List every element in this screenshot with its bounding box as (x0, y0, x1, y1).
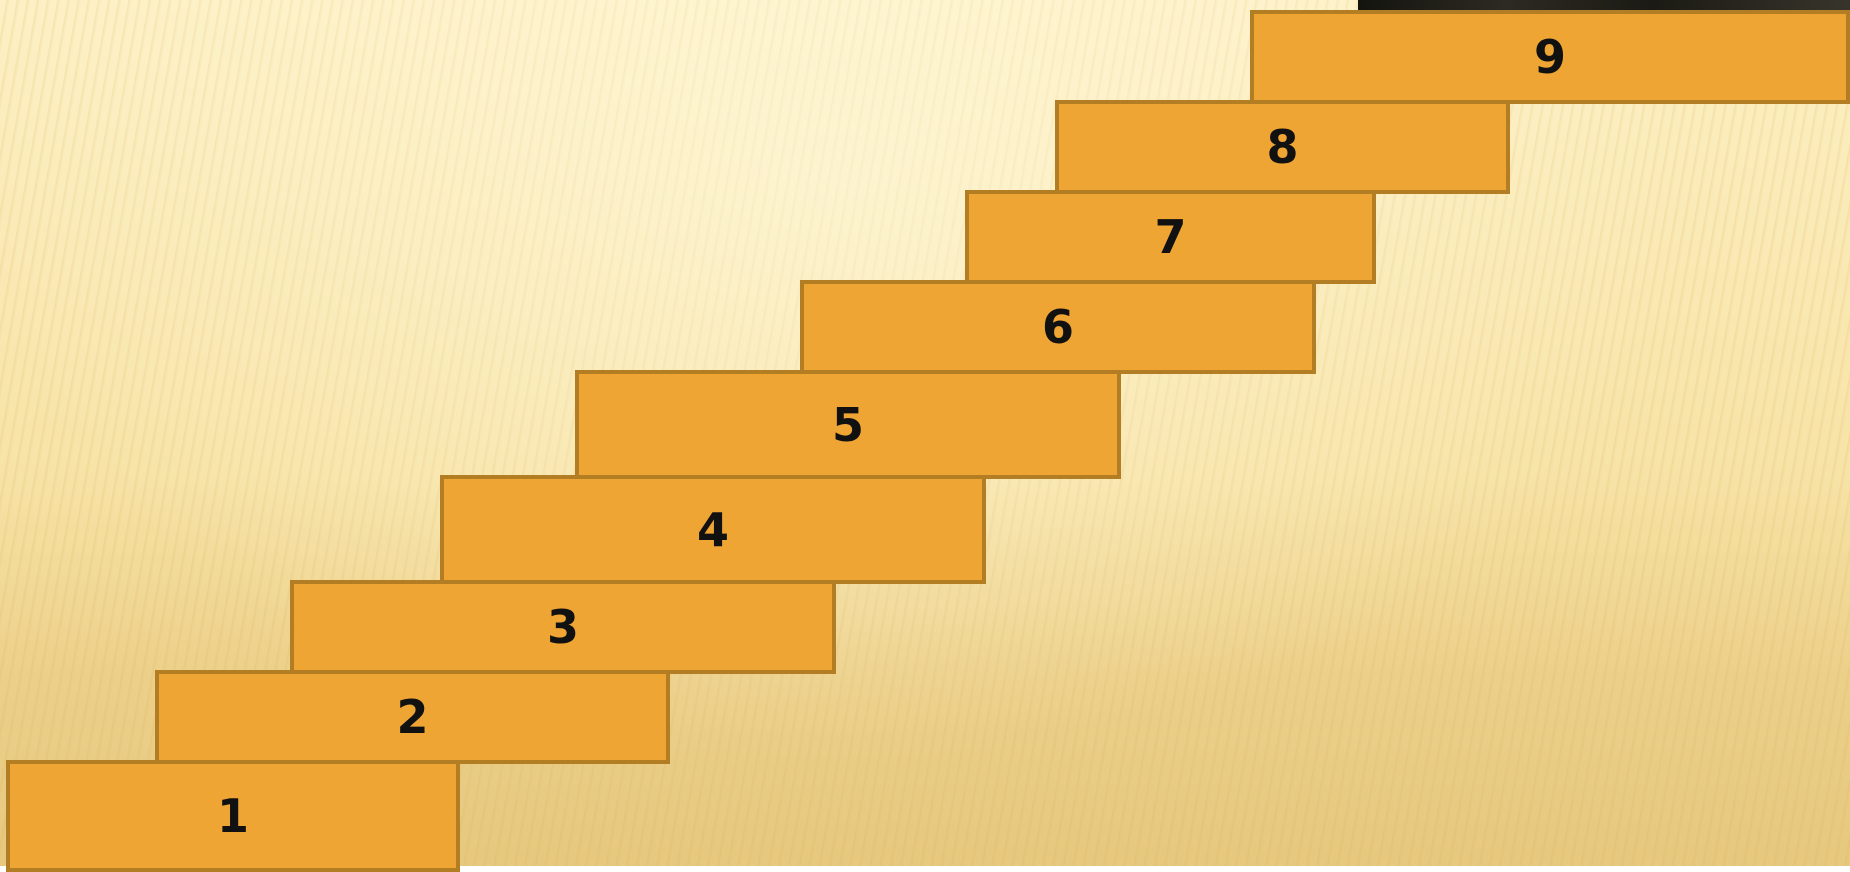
step-7: 7 (965, 190, 1376, 284)
step-4-label: 4 (697, 507, 729, 553)
step-9-label: 9 (1534, 34, 1566, 80)
step-2: 2 (155, 670, 670, 764)
step-4: 4 (440, 475, 986, 584)
step-1: 1 (6, 760, 460, 872)
step-6-label: 6 (1042, 304, 1074, 350)
step-5-label: 5 (832, 402, 864, 448)
step-5: 5 (575, 370, 1121, 479)
step-2-label: 2 (396, 694, 428, 740)
step-7-label: 7 (1154, 214, 1186, 260)
step-3-label: 3 (547, 604, 579, 650)
step-6: 6 (800, 280, 1316, 374)
step-1-label: 1 (217, 793, 249, 839)
step-9: 9 (1250, 10, 1850, 104)
step-8: 8 (1055, 100, 1510, 194)
photo-edge (1358, 0, 1850, 10)
step-8-label: 8 (1266, 124, 1298, 170)
step-3: 3 (290, 580, 836, 674)
